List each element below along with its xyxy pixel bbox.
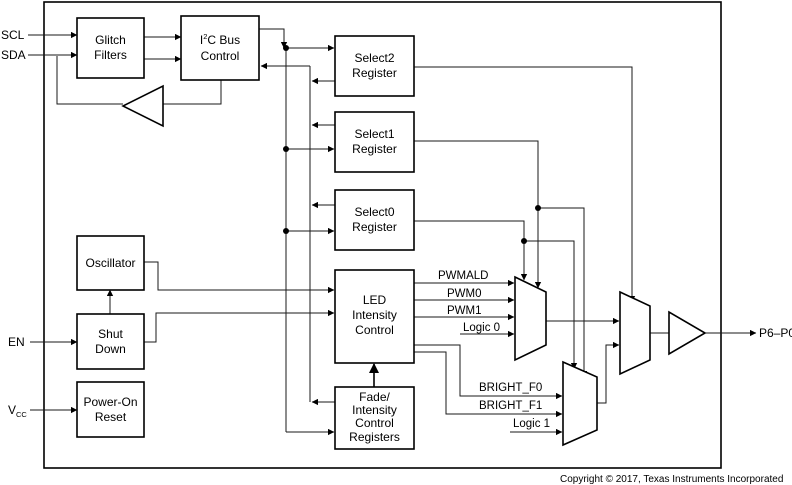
signal-logic1: Logic 1 [513,418,550,430]
i2c-bus-control-line2: Control [201,49,240,63]
signal-pwm1: PWM1 [447,305,482,317]
power-on-reset-line2: Reset [95,410,127,424]
select0-register-line1: Select0 [354,205,394,219]
chip-boundary [43,1,722,469]
fade-registers-line1: Fade/ [359,390,390,404]
fade-intensity-registers-block: Fade/ Intensity Control Registers [334,386,415,450]
pin-scl: SCL [1,28,25,42]
led-intensity-control-line3: Control [355,323,394,337]
i2c-bus-control-line1: I2C Bus [200,32,240,47]
pin-sda: SDA [1,48,26,62]
select1-register-line2: Register [352,142,397,156]
oscillator-label: Oscillator [85,256,135,270]
mux-3 [619,290,651,376]
signal-bright-f0: BRIGHT_F0 [479,382,542,394]
pin-output-p6-p0: P6–P0 [759,326,792,340]
power-on-reset-block: Power-On Reset [76,381,145,438]
select2-register-block: Select2 Register [334,35,415,97]
select1-register-block: Select1 Register [334,111,415,173]
mux-2 [562,360,598,447]
fade-registers-line4: Registers [349,430,400,444]
mux-1 [514,275,547,362]
shut-down-line1: Shut [98,327,123,341]
glitch-filters-line1: Glitch [95,33,126,47]
pin-en: EN [8,335,25,349]
led-intensity-control-line2: Intensity [352,308,397,322]
copyright-notice: Copyright © 2017, Texas Instruments Inco… [560,474,783,485]
led-intensity-control-block: LED Intensity Control [334,269,415,364]
select2-register-line2: Register [352,66,397,80]
shut-down-line2: Down [95,342,126,356]
select0-register-line2: Register [352,220,397,234]
signal-bright-f1: BRIGHT_F1 [479,400,542,412]
glitch-filters-line2: Filters [94,48,127,62]
select2-register-line1: Select2 [354,51,394,65]
signal-pwmald: PWMALD [438,270,488,282]
i2c-bus-control-block: I2C Bus Control [180,15,260,81]
pin-vcc: VCC [8,403,27,419]
glitch-filters-block: Glitch Filters [76,17,145,79]
signal-pwm0: PWM0 [447,288,482,300]
led-intensity-control-line1: LED [363,293,387,307]
wires [28,28,757,436]
power-on-reset-line1: Power-On [83,395,137,409]
junction-dots [283,45,541,244]
oscillator-block: Oscillator [76,235,145,291]
signal-logic0: Logic 0 [463,322,500,334]
output-buffer-icon [668,310,707,356]
select1-register-line1: Select1 [354,127,394,141]
fade-registers-line2: Intensity [352,403,397,417]
shut-down-block: Shut Down [76,313,145,370]
select0-register-block: Select0 Register [334,189,415,251]
feedback-buffer-icon [121,84,164,128]
fade-registers-line3: Control [355,416,394,430]
